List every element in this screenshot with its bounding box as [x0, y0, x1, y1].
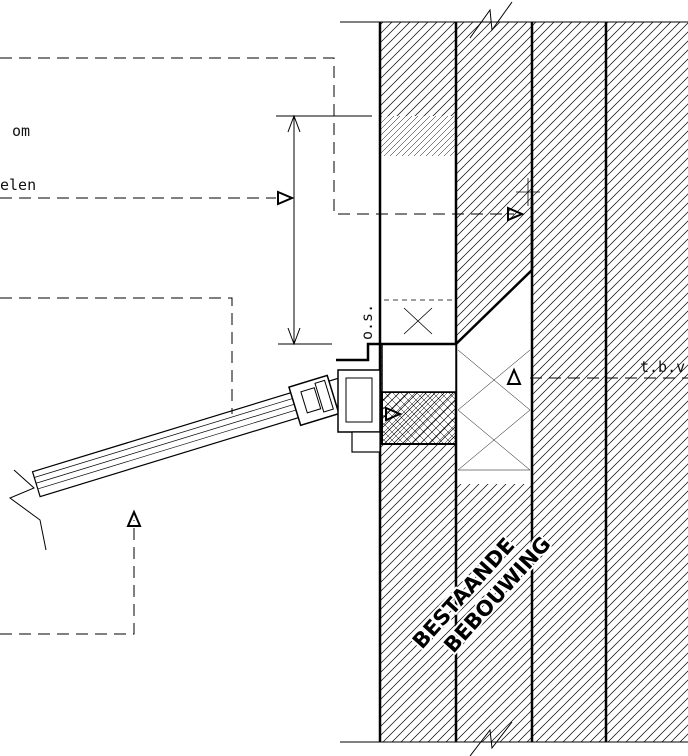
leader-1	[0, 57, 514, 215]
window-glass-line-3	[37, 397, 335, 490]
wall-inner-leaf	[532, 22, 606, 742]
label-elen: elen	[0, 176, 36, 194]
arrow-1	[277, 190, 295, 206]
lintel-profile	[336, 200, 534, 362]
leader-3	[0, 297, 233, 414]
window-frame-profile-2	[300, 387, 322, 414]
window-break-symbol	[8, 469, 47, 551]
leader-arrows	[126, 190, 525, 527]
leaders	[0, 57, 688, 635]
label-tbv: t.b.v	[640, 358, 685, 376]
break-symbol-bottom	[469, 721, 513, 756]
dim-arrow-top	[287, 114, 301, 133]
window-sill-foot	[351, 431, 381, 453]
label-om: om	[12, 122, 30, 140]
arrow-5	[506, 367, 522, 385]
cavity-web	[457, 349, 531, 471]
break-symbol-top	[469, 1, 513, 39]
dim-arrow-bottom	[287, 327, 301, 346]
window-frame-profile-3	[314, 379, 334, 413]
wall-far-zone	[606, 22, 688, 742]
label-os: o.s.	[358, 304, 376, 340]
arrow-2	[507, 206, 525, 222]
os-cross-2	[403, 307, 433, 335]
arrow-4	[126, 509, 142, 527]
window-frame-box-inner	[345, 377, 373, 423]
arrow-3	[385, 406, 403, 422]
sill-block	[381, 343, 457, 393]
leader-4	[0, 520, 135, 635]
insulation-block	[381, 391, 457, 445]
window-glass-line-2	[35, 392, 333, 484]
dimension	[276, 114, 372, 346]
roof-window	[8, 369, 381, 551]
lintel-zone	[381, 116, 455, 156]
window-glass-line-1	[34, 386, 331, 478]
wall-wedge	[457, 116, 531, 344]
frame-junction	[336, 178, 540, 471]
